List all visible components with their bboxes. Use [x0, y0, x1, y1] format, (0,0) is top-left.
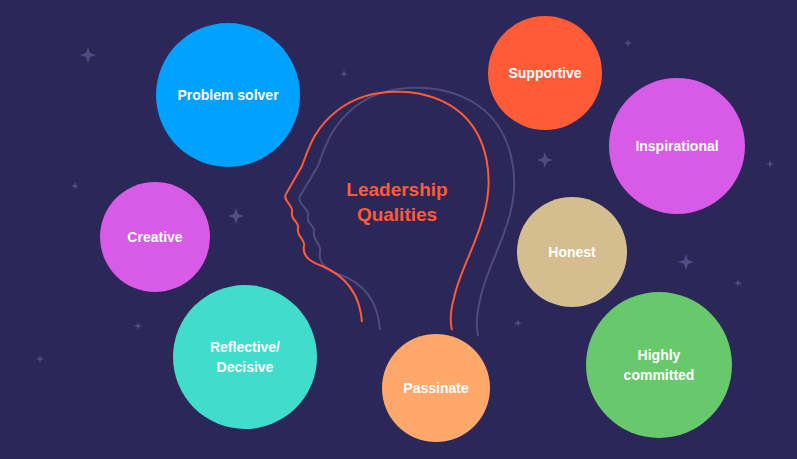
quality-circle: Inspirational — [609, 78, 745, 214]
head-outline-back — [299, 88, 514, 336]
text-stack: Reflective/ Decisive — [195, 337, 295, 377]
quality-label: Honest — [529, 242, 615, 262]
quality-label: Creative — [112, 227, 198, 247]
text-stack: Creative — [112, 227, 198, 247]
quality-label: Passinate — [394, 378, 478, 398]
quality-label: Problem solver — [173, 85, 283, 105]
quality-circle: Passinate — [382, 334, 490, 442]
quality-label: Inspirational — [625, 136, 729, 156]
quality-circle: Supportive — [488, 16, 602, 130]
quality-circle: Honest — [517, 197, 627, 307]
diagram-title: Leadership Qualities — [327, 177, 467, 227]
text-stack: Supportive — [501, 63, 590, 83]
text-stack: Problem solver — [173, 85, 283, 105]
quality-circle: Reflective/ Decisive — [173, 285, 317, 429]
quality-circle: Problem solver — [156, 23, 300, 167]
quality-circle: Highly committed — [586, 292, 732, 438]
text-stack: Highly committed — [607, 345, 711, 385]
text-stack: Passinate — [394, 378, 478, 398]
quality-label: Reflective/ Decisive — [195, 337, 295, 377]
head-outline — [285, 92, 488, 330]
text-stack: Honest — [529, 242, 615, 262]
text-stack: Inspirational — [625, 136, 729, 156]
quality-label: Supportive — [501, 63, 590, 83]
quality-circle: Creative — [100, 182, 210, 292]
quality-label: Highly committed — [607, 345, 711, 385]
